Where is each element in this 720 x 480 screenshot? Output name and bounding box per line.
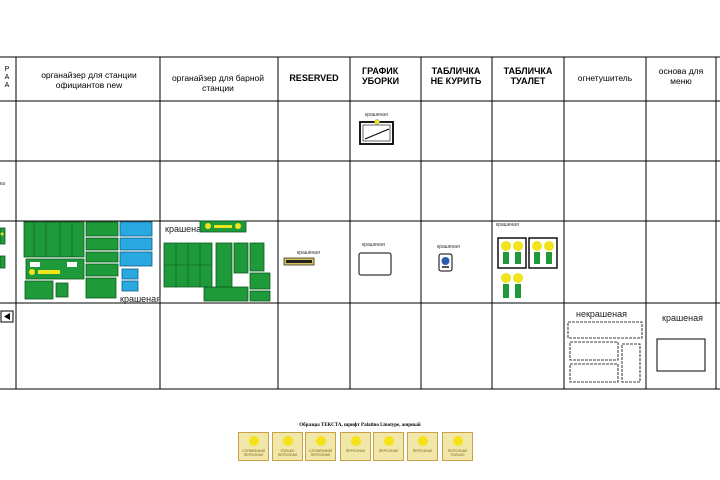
no-smoking-sign — [438, 253, 453, 272]
menu-base-plate — [656, 338, 706, 372]
column-header-bar-organizer: органайзер для барной станции — [171, 73, 265, 93]
waiter-organizer-painted-label: крашеная — [120, 294, 162, 304]
waiter-organizer-drawing — [23, 221, 153, 300]
text-sample-5: ПЕРСОНАЛ — [373, 432, 404, 461]
text-sample-1: СЛУЖЕБНЫЙ ПЕРСОНАЛ — [238, 432, 269, 461]
text-sample-3: СЛУЖЕБНЫЙ ПЕРСОНАЛ — [305, 432, 336, 461]
toilet-painted-label: крашеная — [496, 222, 519, 228]
bar-organizer-painted-label: крашеная — [165, 224, 207, 234]
grafik-row1-label: крашеная — [365, 112, 388, 118]
text-sample-6: ПЕРСОНАЛ — [407, 432, 438, 461]
grafik-row3-label: крашеная — [362, 242, 385, 248]
column-header-extinguisher: огнетушитель — [577, 73, 633, 83]
c0-row2-label: ка — [0, 181, 6, 187]
column-header-reserved: RESERVED — [289, 73, 339, 83]
font-sample-caption: Образцы ТЕКСТА, шрифт Palatino Linotype,… — [299, 423, 421, 428]
text-sample-4: ПЕРСОНАЛ — [340, 432, 371, 461]
extinguisher-holder-drawing — [567, 321, 643, 383]
column-header-waiter-organizer: органайзер для станции официантов new — [41, 70, 137, 90]
text-sample-7: ПЕРСОНАЛ ТОЛЬКО — [442, 432, 473, 461]
bar-organizer-drawing — [163, 220, 271, 302]
text-sample-2: ТОЛЬКО ПЕРСОНАЛ — [272, 432, 303, 461]
column-header-menu-base: основа для меню — [658, 66, 704, 86]
column-header-toilet: ТАБЛИЧКА ТУАЛЕТ — [503, 66, 553, 86]
extinguisher-unpainted-label: некрашеная — [576, 309, 627, 319]
menu-base-painted-label: крашеная — [662, 313, 704, 323]
c0-fragment — [0, 227, 6, 269]
reserved-painted-label: крашеная — [297, 250, 320, 256]
column-header-cleaning-schedule: ГРАФИК УБОРКИ — [362, 66, 400, 86]
c0-row4-icon — [0, 310, 14, 323]
cleaning-schedule-frame — [359, 119, 394, 145]
column-header-no-smoking: ТАБЛИЧКА НЕ КУРИТЬ — [430, 66, 482, 86]
cleaning-schedule-plate — [358, 252, 392, 276]
column-header-0: Р А А — [4, 66, 10, 89]
reserved-plate — [283, 257, 315, 266]
no-smoking-painted-label: крашеная — [437, 244, 460, 250]
toilet-signs-drawing — [497, 237, 558, 298]
